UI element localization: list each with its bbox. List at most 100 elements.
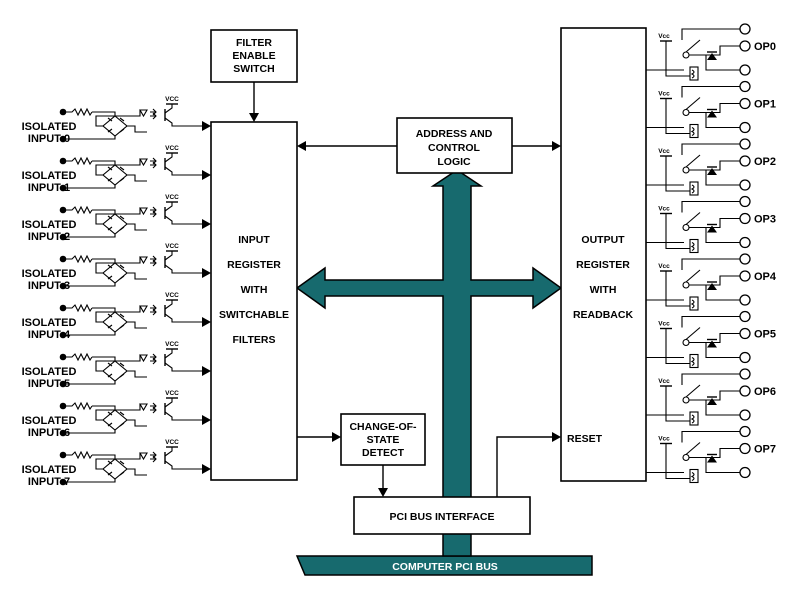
vcc-label: VCC <box>165 194 179 201</box>
input-register-line-5: FILTERS <box>233 334 276 346</box>
phototransistor-emitter <box>164 362 205 372</box>
relay-coil <box>689 181 699 196</box>
output-label: OP5 <box>754 329 776 341</box>
vcc-label: VCC <box>165 439 179 446</box>
relay-coil <box>689 123 699 139</box>
bridge-rectifier <box>102 164 128 186</box>
phototransistor-emitter <box>164 166 205 176</box>
opto-light-arrows <box>152 108 157 120</box>
terminal-no <box>739 466 751 479</box>
contact-wire <box>681 430 740 443</box>
phototransistor-collector <box>164 447 173 457</box>
contact-wire <box>689 217 740 229</box>
output-label: OP2 <box>754 156 776 168</box>
opto-led <box>139 452 148 461</box>
computer-pci-bus <box>295 555 593 576</box>
relay-coil-winding <box>690 414 695 424</box>
input-label-line-2: INPUT 4 <box>28 329 71 341</box>
bridge-diodes <box>107 264 125 280</box>
input-register-block: INPUT REGISTER WITH SWITCHABLE FILTERS <box>210 121 298 481</box>
bridge-diodes <box>107 362 125 378</box>
input-wire <box>127 468 147 476</box>
input-label-line-2: INPUT 0 <box>28 133 70 145</box>
relay-arm <box>685 384 701 398</box>
contact-wire <box>689 102 740 114</box>
contact-wire <box>689 45 740 56</box>
change-of-state-line-2: STATE <box>367 434 400 446</box>
terminal-nc <box>739 195 751 208</box>
terminal-no <box>739 121 751 134</box>
coil-wire <box>665 213 690 250</box>
change-of-state-line-3: DETECT <box>362 447 405 459</box>
relay-pivot <box>682 396 690 404</box>
bridge-rectifier <box>102 213 128 235</box>
terminal-nc <box>739 368 751 380</box>
input-wire <box>127 321 147 329</box>
input-resistor <box>63 401 93 411</box>
reset-label: RESET <box>567 433 603 445</box>
bridge-rectifier <box>102 360 128 382</box>
arrow-head <box>202 366 211 376</box>
relay-coil-winding <box>690 69 695 79</box>
terminal-com <box>739 442 751 455</box>
terminal-nc <box>739 80 751 93</box>
opto-light <box>150 454 156 460</box>
input-label-line-2: INPUT 6 <box>28 427 70 439</box>
opto-light <box>150 258 156 264</box>
arrow-head <box>202 170 211 180</box>
opto-light-arrows <box>152 255 157 267</box>
vcc-label: Vcc <box>658 321 670 328</box>
vcc-label: VCC <box>165 341 179 348</box>
phototransistor-emitter <box>164 411 205 421</box>
input-resistor <box>63 205 93 215</box>
phototransistor-collector <box>164 251 173 261</box>
relay-arm <box>685 39 701 53</box>
input-label-line-1: ISOLATED <box>22 317 77 329</box>
terminal-no <box>739 179 751 191</box>
arrow-head <box>202 121 211 131</box>
output-label: OP4 <box>754 271 777 283</box>
relay-coil <box>689 66 699 81</box>
output-label: OP0 <box>754 41 776 53</box>
coil-wire <box>665 98 690 135</box>
opto-light <box>150 356 156 362</box>
terminal-nc <box>739 253 751 265</box>
opto-light <box>150 160 156 166</box>
output-label: OP6 <box>754 386 776 398</box>
input-label-line-2: INPUT 2 <box>28 231 70 243</box>
terminal-no <box>739 294 751 306</box>
bridge-rectifier <box>102 115 128 137</box>
phototransistor-emitter <box>164 313 205 323</box>
input-resistor <box>63 303 93 313</box>
vcc-label: Vcc <box>658 148 670 155</box>
contact-wire <box>681 143 740 155</box>
relay-coil-winding <box>690 357 695 366</box>
suppression-diode <box>707 455 717 463</box>
phototransistor-collector <box>164 202 173 212</box>
terminal-nc <box>739 23 751 35</box>
input-wire <box>95 110 141 127</box>
suppression-diode <box>707 53 717 60</box>
input-label-line-1: ISOLATED <box>22 268 77 280</box>
input-wire <box>95 355 141 372</box>
phototransistor-emitter <box>164 264 205 274</box>
input-register-line-3: WITH <box>241 284 268 296</box>
output-register-line-2: REGISTER <box>576 259 630 271</box>
suppression-diode <box>707 110 717 118</box>
input-label-line-2: INPUT 3 <box>28 280 70 292</box>
phototransistor-collector <box>164 104 173 114</box>
vcc-label: VCC <box>165 390 179 397</box>
output-register-line-4: READBACK <box>573 309 634 321</box>
relay-arm <box>685 154 701 168</box>
opto-led <box>139 207 148 216</box>
relay-coil <box>689 468 699 484</box>
input-wire <box>95 306 141 323</box>
vcc-label: VCC <box>165 145 179 152</box>
vcc-label: Vcc <box>658 263 670 270</box>
contact-wire <box>689 447 740 459</box>
input-wire <box>95 159 141 176</box>
